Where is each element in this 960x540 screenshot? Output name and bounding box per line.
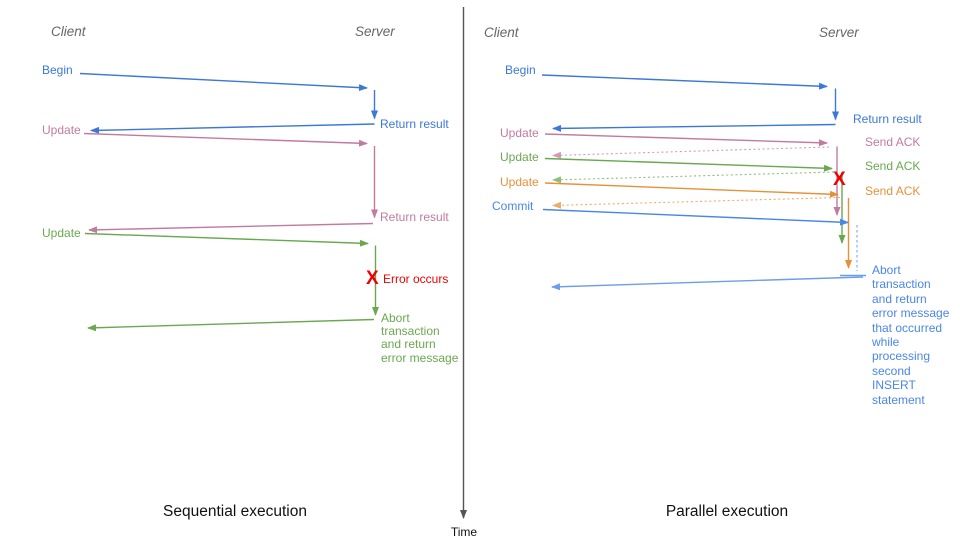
par-abort-note: Abort transaction and return error messa… [872,263,950,407]
seq-client-header: Client [51,24,86,39]
seq-error-x-icon: X [366,268,379,289]
seq-update-2-label: Update [42,226,81,240]
par-commit-arrow [542,208,849,226]
par-send-ack-3-label: Send ACK [865,184,921,198]
par-commit-label: Commit [492,199,534,213]
par-send-ack-1-label: Send ACK [865,135,921,149]
par-return-result-arrow [552,123,836,132]
par-update-1-arrow [544,133,828,147]
seq-abort-note: Abort transaction and return error messa… [381,311,459,365]
seq-caption: Sequential execution [163,503,307,520]
seq-begin-arrow [79,72,368,92]
seq-return-result-2-arrow [88,222,374,234]
par-update-2-arrow [544,157,833,172]
seq-return-result-2-label: Return result [380,210,449,224]
seq-begin-label: Begin [42,63,73,77]
par-abort-arrow [551,276,864,291]
par-begin-arrow [541,74,828,90]
par-return-result-label: Return result [853,112,922,126]
seq-return-result-1-arrow [90,123,375,134]
par-client-header: Client [484,25,519,40]
par-server-header: Server [819,25,859,40]
par-caption: Parallel execution [665,503,789,520]
par-error-x-icon: X [833,169,846,190]
par-update-3-label: Update [500,175,539,189]
par-send-ack-2-dashed-arrow [552,171,835,184]
par-send-ack-3-dashed-arrow [552,196,841,209]
seq-update-2-arrow [84,232,369,247]
par-begin-label: Begin [505,63,536,77]
seq-update-1-label: Update [42,123,81,137]
par-update-3-arrow [544,182,839,198]
par-update-2-label: Update [500,150,539,164]
time-axis-label: Time [450,525,478,539]
seq-abort-arrow [87,318,375,332]
seq-update-1-arrow [83,132,368,147]
par-update-1-label: Update [500,126,539,140]
seq-server-header: Server [355,24,395,39]
par-send-ack-2-label: Send ACK [865,159,921,173]
seq-return-result-1-label: Return result [380,117,449,131]
par-send-ack-1-dashed-arrow [552,146,830,159]
seq-error-label: Error occurs [383,272,449,286]
